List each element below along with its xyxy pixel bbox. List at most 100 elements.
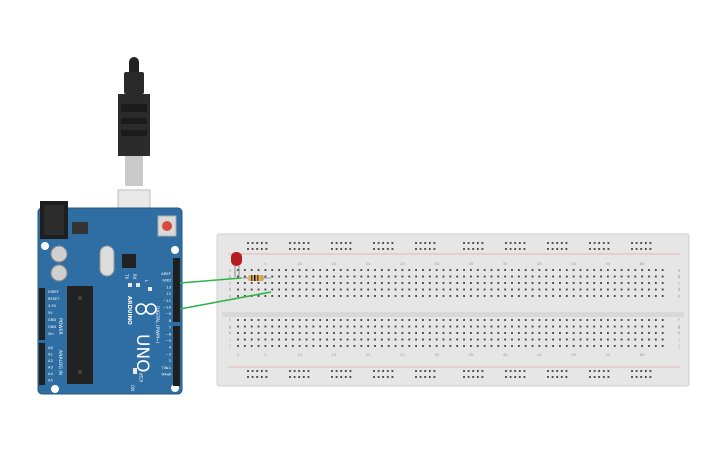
terminal-hole[interactable] [346, 275, 349, 278]
power-rail-hole[interactable] [551, 370, 554, 372]
terminal-hole[interactable] [326, 288, 328, 291]
power-rail-hole[interactable] [640, 376, 643, 378]
power-rail-hole[interactable] [640, 370, 643, 372]
terminal-hole[interactable] [339, 332, 342, 334]
terminal-hole[interactable] [271, 338, 274, 341]
terminal-hole[interactable] [607, 319, 609, 321]
power-rail-hole[interactable] [467, 248, 470, 250]
terminal-hole[interactable] [545, 288, 548, 291]
terminal-hole[interactable] [648, 345, 650, 347]
terminal-hole[interactable] [648, 295, 650, 297]
terminal-hole[interactable] [367, 325, 370, 328]
power-rail-hole[interactable] [349, 370, 352, 372]
terminal-hole[interactable] [319, 275, 322, 278]
terminal-hole[interactable] [353, 295, 356, 297]
terminal-hole[interactable] [243, 345, 246, 347]
terminal-hole[interactable] [394, 332, 397, 334]
terminal-hole[interactable] [319, 325, 322, 328]
terminal-hole[interactable] [463, 319, 465, 321]
terminal-hole[interactable] [346, 325, 349, 328]
terminal-hole[interactable] [483, 345, 486, 347]
terminal-hole[interactable] [346, 282, 349, 284]
terminal-hole[interactable] [394, 345, 397, 347]
terminal-hole[interactable] [593, 325, 596, 328]
power-rail-hole[interactable] [307, 248, 310, 250]
terminal-hole[interactable] [422, 319, 424, 321]
red-led[interactable] [231, 252, 242, 277]
terminal-hole[interactable] [353, 345, 356, 347]
terminal-hole[interactable] [298, 319, 301, 321]
terminal-hole[interactable] [476, 332, 479, 334]
power-rail-hole[interactable] [251, 248, 254, 250]
terminal-hole[interactable] [545, 332, 548, 334]
terminal-hole[interactable] [415, 319, 417, 321]
terminal-hole[interactable] [346, 345, 349, 347]
terminal-hole[interactable] [237, 269, 239, 271]
power-rail-hole[interactable] [560, 242, 563, 244]
power-rail-hole[interactable] [293, 370, 296, 372]
terminal-hole[interactable] [394, 319, 397, 321]
terminal-hole[interactable] [435, 345, 438, 347]
terminal-hole[interactable] [449, 325, 452, 328]
terminal-hole[interactable] [449, 275, 452, 278]
terminal-hole[interactable] [607, 295, 609, 297]
terminal-hole[interactable] [415, 295, 417, 297]
terminal-hole[interactable] [552, 275, 554, 278]
terminal-hole[interactable] [572, 325, 575, 328]
terminal-hole[interactable] [374, 282, 376, 284]
terminal-hole[interactable] [298, 295, 301, 297]
terminal-hole[interactable] [305, 332, 308, 334]
terminal-hole[interactable] [504, 319, 507, 321]
terminal-hole[interactable] [339, 282, 342, 284]
power-rail-hole[interactable] [293, 242, 296, 244]
terminal-hole[interactable] [435, 288, 438, 291]
terminal-hole[interactable] [565, 288, 568, 291]
terminal-hole[interactable] [346, 332, 349, 334]
power-rail-hole[interactable] [391, 370, 394, 372]
terminal-hole[interactable] [264, 282, 267, 284]
terminal-hole[interactable] [531, 338, 534, 341]
terminal-hole[interactable] [456, 338, 459, 341]
terminal-hole[interactable] [456, 295, 459, 297]
terminal-hole[interactable] [586, 282, 589, 284]
terminal-hole[interactable] [285, 282, 287, 284]
terminal-hole[interactable] [483, 282, 486, 284]
terminal-hole[interactable] [428, 338, 431, 341]
terminal-hole[interactable] [565, 319, 568, 321]
terminal-hole[interactable] [449, 269, 452, 271]
power-rail-hole[interactable] [505, 248, 507, 250]
terminal-hole[interactable] [504, 269, 507, 271]
power-rail-hole[interactable] [598, 248, 601, 250]
terminal-hole[interactable] [552, 338, 554, 341]
terminal-hole[interactable] [579, 282, 582, 284]
terminal-hole[interactable] [360, 288, 363, 291]
terminal-hole[interactable] [237, 338, 239, 341]
terminal-hole[interactable] [271, 319, 274, 321]
power-rail-hole[interactable] [560, 376, 563, 378]
power-rail-hole[interactable] [644, 376, 647, 378]
terminal-hole[interactable] [250, 345, 253, 347]
power-rail-hole[interactable] [428, 242, 431, 244]
power-rail-hole[interactable] [260, 370, 263, 372]
power-rail-hole[interactable] [349, 242, 352, 244]
wires[interactable] [179, 277, 272, 310]
terminal-hole[interactable] [415, 325, 417, 328]
terminal-hole[interactable] [401, 282, 404, 284]
power-rail-hole[interactable] [428, 248, 431, 250]
terminal-hole[interactable] [593, 332, 596, 334]
terminal-hole[interactable] [470, 345, 472, 347]
terminal-hole[interactable] [620, 288, 623, 291]
terminal-hole[interactable] [333, 325, 335, 328]
power-rail-hole[interactable] [391, 242, 394, 244]
terminal-hole[interactable] [394, 295, 397, 297]
terminal-hole[interactable] [627, 295, 630, 297]
terminal-hole[interactable] [319, 282, 322, 284]
power-rail-hole[interactable] [265, 248, 268, 250]
power-rail-hole[interactable] [419, 370, 422, 372]
terminal-hole[interactable] [442, 295, 445, 297]
terminal-hole[interactable] [483, 295, 486, 297]
terminal-hole[interactable] [661, 338, 664, 341]
terminal-hole[interactable] [278, 345, 280, 347]
terminal-hole[interactable] [538, 269, 541, 271]
terminal-hole[interactable] [442, 288, 445, 291]
